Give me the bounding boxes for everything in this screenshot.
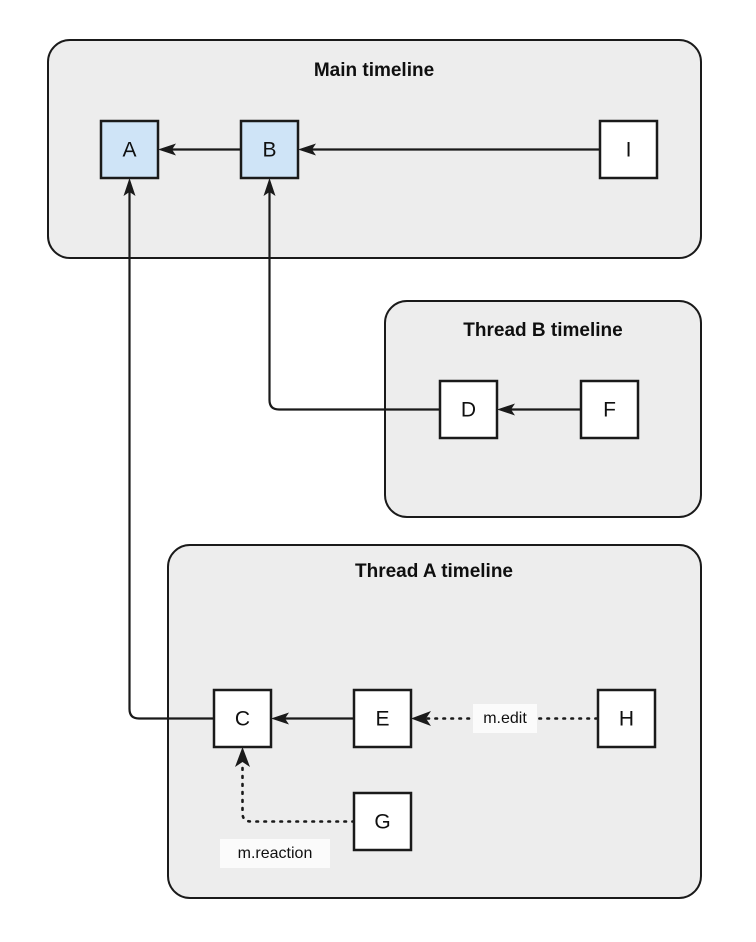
node-g[interactable]: G: [352, 791, 413, 852]
group-title-main: Main timeline: [314, 60, 434, 81]
node-e[interactable]: E: [352, 688, 413, 749]
edge-label-m-reaction: m.reaction: [220, 839, 330, 868]
edge-label-m-reaction-text: m.reaction: [238, 845, 313, 862]
edge-label-m-edit-text: m.edit: [483, 710, 527, 727]
group-box-thread-a: [167, 544, 702, 899]
edge-h-to-e-arrowhead: [411, 711, 431, 726]
edge-c-to-a-arrowhead: [123, 178, 136, 196]
node-f[interactable]: F: [579, 379, 640, 440]
edge-g-to-c-path: [241, 764, 356, 823]
edge-e-to-c: [271, 712, 354, 725]
node-d-box[interactable]: [438, 379, 499, 440]
node-i-box[interactable]: [598, 119, 659, 180]
node-h-label: H: [619, 708, 634, 731]
edge-label-m-reaction-bg: [220, 839, 330, 868]
node-d-label: D: [461, 399, 476, 422]
node-b[interactable]: B: [239, 119, 300, 180]
group-title-thread-b: Thread B timeline: [463, 320, 622, 341]
node-b-label: B: [262, 139, 276, 162]
edge-g-to-c-arrowhead: [235, 747, 250, 767]
edge-label-m-edit-bg: [473, 704, 537, 733]
edge-d-to-b: [263, 178, 441, 411]
node-h[interactable]: H: [596, 688, 657, 749]
node-h-box[interactable]: [596, 688, 657, 749]
node-e-label: E: [375, 708, 389, 731]
edge-b-to-a-arrowhead: [158, 143, 176, 156]
node-c[interactable]: C: [212, 688, 273, 749]
edge-label-m-edit: m.edit: [473, 704, 537, 733]
node-d[interactable]: D: [438, 379, 499, 440]
edge-i-to-b: [298, 143, 600, 156]
edge-d-to-b-path: [268, 190, 441, 411]
edge-c-to-a: [123, 178, 214, 720]
node-g-label: G: [374, 811, 390, 834]
node-a-label: A: [122, 139, 136, 162]
edge-h-to-e: [411, 711, 599, 726]
edge-i-to-b-arrowhead: [298, 143, 316, 156]
node-e-box[interactable]: [352, 688, 413, 749]
node-c-label: C: [235, 708, 250, 731]
node-g-box[interactable]: [352, 791, 413, 852]
node-f-label: F: [603, 399, 616, 422]
group-thread-a-timeline: Thread A timeline: [167, 544, 702, 899]
edge-g-to-c: [235, 747, 356, 823]
node-a[interactable]: A: [99, 119, 160, 180]
node-a-box[interactable]: [99, 119, 160, 180]
node-b-box[interactable]: [239, 119, 300, 180]
node-i[interactable]: I: [598, 119, 659, 180]
edge-f-to-d-arrowhead: [497, 403, 515, 416]
edge-b-to-a: [158, 143, 241, 156]
node-i-label: I: [626, 139, 632, 162]
node-f-box[interactable]: [579, 379, 640, 440]
edge-f-to-d: [497, 403, 581, 416]
edge-c-to-a-path: [128, 190, 214, 720]
edge-e-to-c-arrowhead: [271, 712, 289, 725]
edge-d-to-b-arrowhead: [263, 178, 276, 196]
node-c-box[interactable]: [212, 688, 273, 749]
group-title-thread-a: Thread A timeline: [355, 561, 513, 582]
